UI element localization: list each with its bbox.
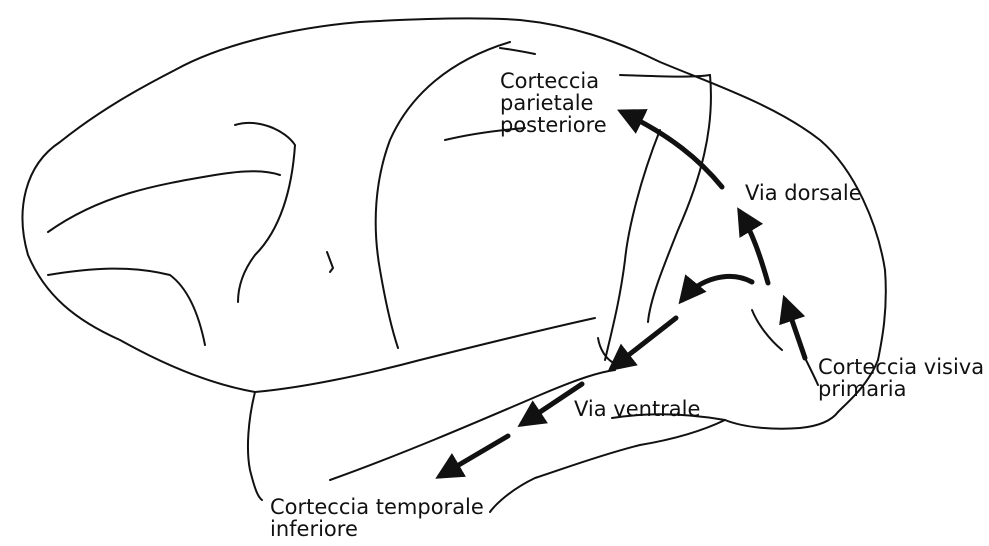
inferior-temporal-label: Corteccia temporale inferiore (270, 496, 484, 540)
dorsal-stream-arrows (622, 112, 805, 358)
primary-visual-label: Corteccia visiva primaria (818, 356, 984, 400)
posterior-parietal-line-1: Corteccia (500, 70, 607, 92)
brain-outline (23, 18, 886, 512)
posterior-parietal-line-3: posteriore (500, 114, 607, 136)
inferior-temporal-line-2: inferiore (270, 518, 484, 540)
primary-visual-line-1: Corteccia visiva (818, 356, 984, 378)
dorsal-stream-label: Via dorsale (745, 182, 862, 204)
inferior-temporal-line-1: Corteccia temporale (270, 496, 484, 518)
ventral-stream-label: Via ventrale (574, 398, 700, 420)
primary-visual-line-2: primaria (818, 378, 984, 400)
posterior-parietal-line-2: parietale (500, 92, 607, 114)
ventral-stream-arrows (440, 276, 752, 476)
posterior-parietal-label: Corteccia parietale posteriore (500, 70, 607, 136)
